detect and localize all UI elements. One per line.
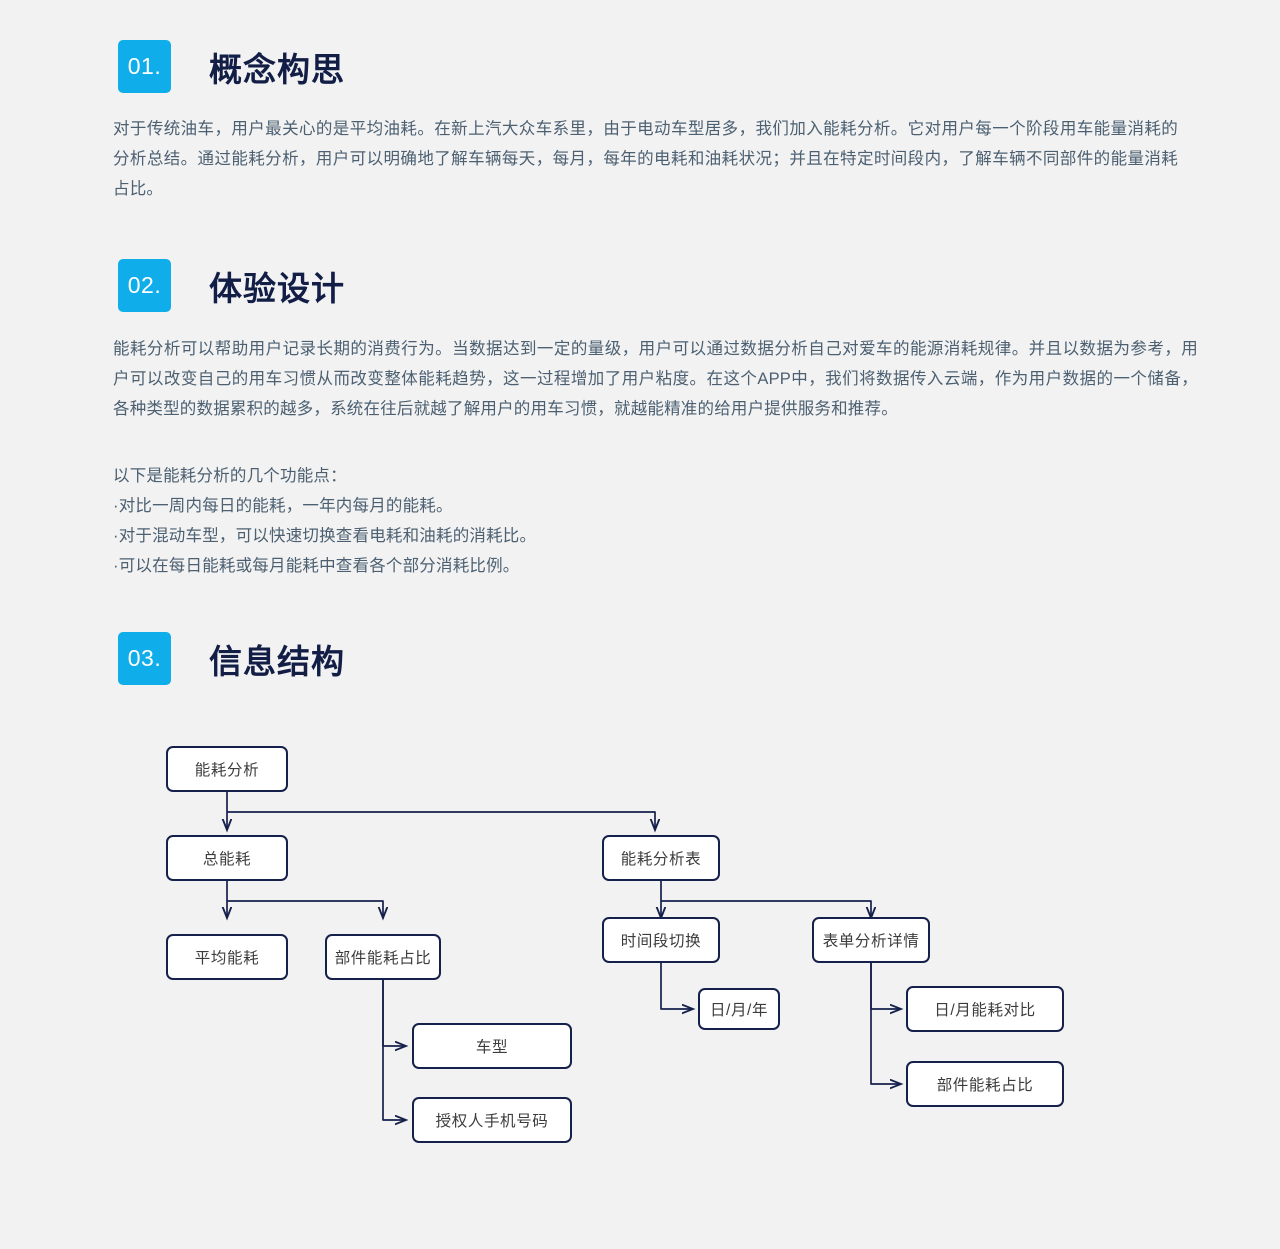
flow-node-day-month-compare[interactable]: 日/月能耗对比 <box>906 986 1064 1032</box>
flow-node-form-detail[interactable]: 表单分析详情 <box>812 917 930 963</box>
flow-node-root[interactable]: 能耗分析 <box>166 746 288 792</box>
edge-partratio-phone <box>382 979 406 1120</box>
feature-list-intro: 以下是能耗分析的几个功能点： <box>113 467 347 485</box>
paragraph: 对于传统油车，用户最关心的是平均油耗。在新上汽大众车系里，由于电动车型居多，我们… <box>113 120 1178 198</box>
flow-node-total[interactable]: 总能耗 <box>166 835 288 881</box>
section-title-03: 信息结构 <box>209 642 345 680</box>
flow-node-average[interactable]: 平均能耗 <box>166 934 288 980</box>
flow-node-time-switch[interactable]: 时间段切换 <box>602 917 720 963</box>
section-number-badge-01: 01. <box>118 40 171 93</box>
section-title-01: 概念构思 <box>209 50 345 88</box>
section-body-01: 对于传统油车，用户最关心的是平均油耗。在新上汽大众车系里，由于电动车型居多，我们… <box>113 114 1178 204</box>
edge-timeswitch-dmy <box>660 963 693 1009</box>
flow-node-car-model[interactable]: 车型 <box>412 1023 572 1069</box>
section-number-badge-02: 02. <box>118 259 171 312</box>
flow-node-analysis-table[interactable]: 能耗分析表 <box>602 835 720 881</box>
section-number-badge-03: 03. <box>118 632 171 685</box>
edge-formdetail-dmcompare <box>870 963 901 1009</box>
flow-node-day-month-year[interactable]: 日/月/年 <box>698 988 780 1030</box>
edge-table-formdetail <box>661 900 871 918</box>
section-heading-02: 02. 体验设计 <box>118 259 345 312</box>
edge-formdetail-partratio2 <box>870 963 901 1084</box>
edge-total-partratio <box>227 900 383 918</box>
section-heading-01: 01. 概念构思 <box>118 40 345 93</box>
feature-list-02: 以下是能耗分析的几个功能点： ·对比一周内每日的能耗，一年内每月的能耗。 ·对于… <box>113 461 536 581</box>
section-body-02: 能耗分析可以帮助用户记录长期的消费行为。当数据达到一定的量级，用户可以通过数据分… <box>113 334 1198 424</box>
list-item: ·对于混动车型，可以快速切换查看电耗和油耗的消耗比。 <box>113 527 537 545</box>
flow-node-authorized-phone[interactable]: 授权人手机号码 <box>412 1097 572 1143</box>
edge-partratio-carmodel <box>382 979 406 1046</box>
section-title-02: 体验设计 <box>209 269 345 307</box>
paragraph: 能耗分析可以帮助用户记录长期的消费行为。当数据达到一定的量级，用户可以通过数据分… <box>113 340 1198 418</box>
flow-node-part-ratio-detail[interactable]: 部件能耗占比 <box>906 1061 1064 1107</box>
flow-node-part-ratio[interactable]: 部件能耗占比 <box>325 934 441 980</box>
list-item: ·对比一周内每日的能耗，一年内每月的能耗。 <box>113 497 453 515</box>
edge-root-table <box>227 811 655 830</box>
list-item: ·可以在每日能耗或每月能耗中查看各个部分消耗比例。 <box>113 557 520 575</box>
section-heading-03: 03. 信息结构 <box>118 632 345 685</box>
